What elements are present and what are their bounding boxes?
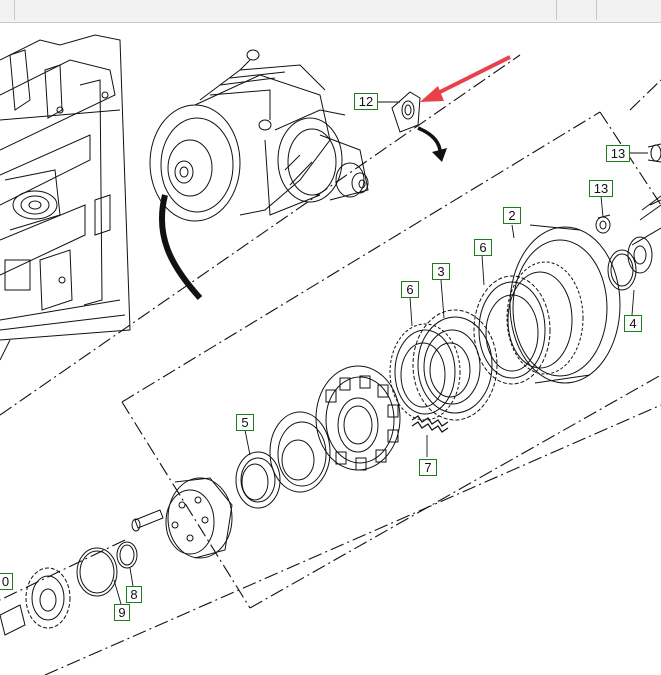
ring-8	[116, 541, 138, 569]
gear-6-inner	[389, 323, 461, 421]
callout-6-outer: 6	[474, 239, 492, 256]
viewer-toolbar	[0, 0, 661, 23]
output-shaft	[627, 195, 661, 274]
ring-9	[76, 547, 118, 597]
piston-carrier	[315, 365, 401, 471]
callout-3: 3	[432, 263, 450, 280]
toolbar-button-left[interactable]	[556, 0, 597, 20]
clutch-hub	[165, 477, 233, 559]
callout-9: 9	[114, 604, 130, 621]
snap-ring-4	[607, 249, 637, 291]
toolbar-button-right[interactable]	[596, 0, 637, 20]
drive-cable	[158, 194, 203, 301]
bottom-left-gear	[0, 567, 71, 636]
callout-4: 4	[624, 315, 642, 332]
seal-5	[235, 451, 281, 509]
gear-3	[412, 309, 498, 421]
ring-gear-2	[506, 224, 621, 384]
spring-7	[411, 415, 449, 433]
dash-dot-frame	[0, 54, 661, 675]
piston-disk	[269, 411, 331, 493]
callout-7: 7	[419, 459, 437, 476]
pointer-arrow	[420, 55, 511, 102]
gear-6-outer	[473, 275, 551, 385]
callout-0: 0	[0, 573, 13, 590]
leader-lines	[113, 101, 648, 605]
clip-part	[391, 91, 421, 133]
bolt-part-13-top	[647, 143, 661, 163]
machine-frame	[0, 34, 131, 361]
callout-2: 2	[503, 207, 521, 224]
hub-bolt	[131, 509, 164, 532]
callout-13-top: 13	[606, 145, 630, 162]
toolbar-notch	[0, 0, 15, 20]
callout-8: 8	[126, 586, 142, 603]
callout-12: 12	[354, 93, 378, 110]
gearbox-assembly	[149, 49, 369, 222]
callout-13: 13	[589, 180, 613, 197]
bolt-part-13	[595, 214, 611, 234]
callout-5: 5	[236, 414, 254, 431]
callout-6-inner: 6	[401, 281, 419, 298]
